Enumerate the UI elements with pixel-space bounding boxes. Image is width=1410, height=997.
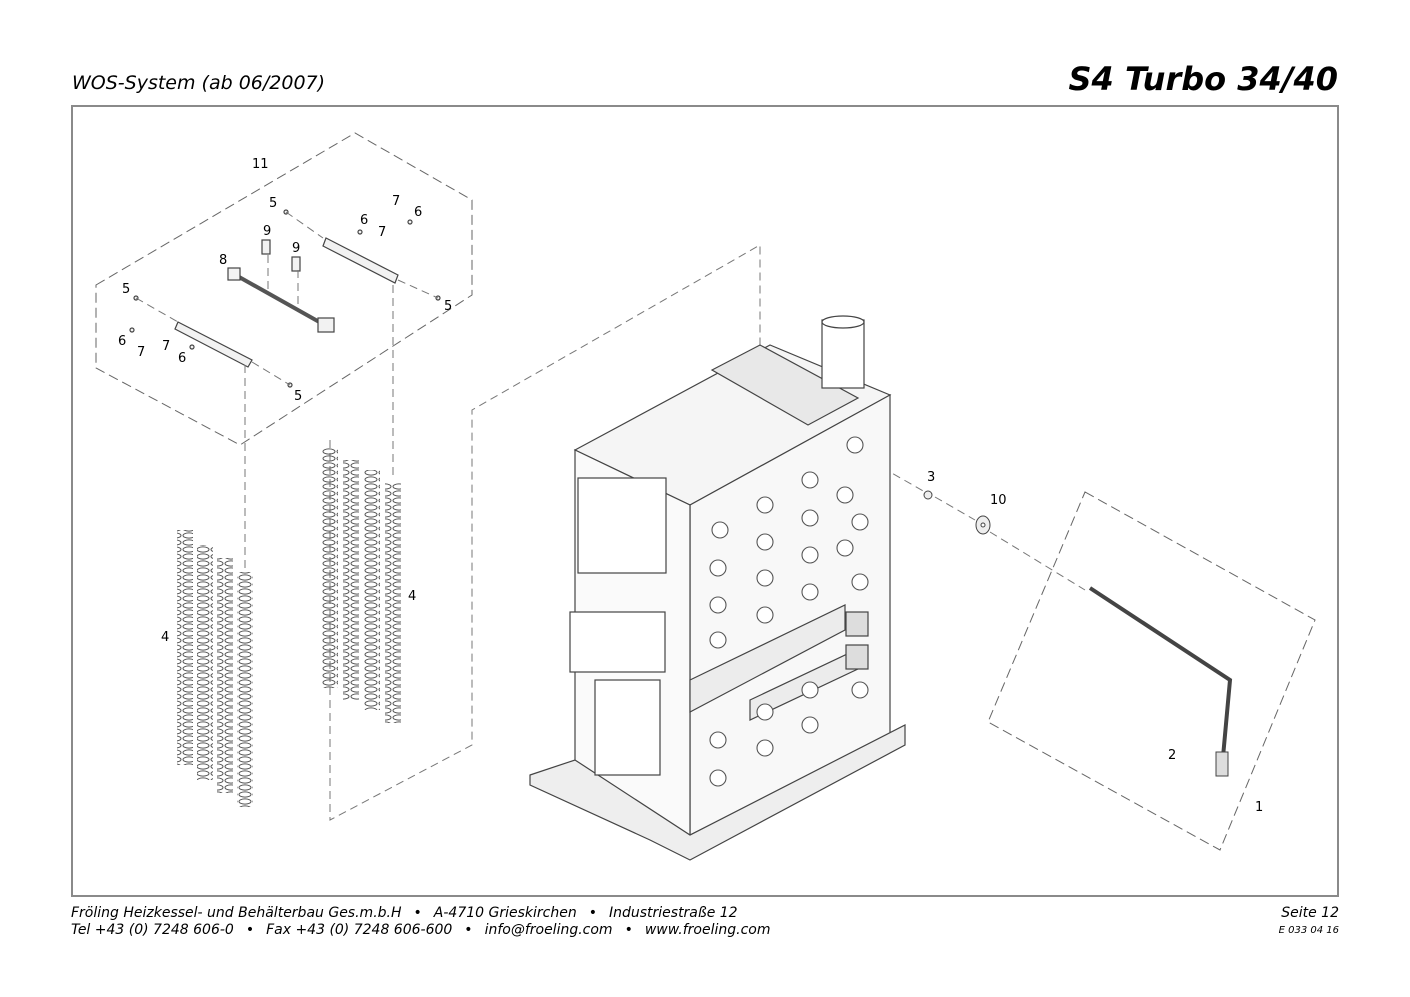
fax-number: Fax +43 (0) 7248 606-600 — [266, 922, 453, 938]
callout-6: 6 — [118, 334, 126, 349]
dashed-guides — [135, 211, 1086, 821]
spring-set-right — [322, 448, 401, 723]
document-number: E 033 04 16 — [1278, 925, 1339, 936]
company-street: Industriestraße 12 — [608, 905, 738, 921]
callout-9: 9 — [263, 224, 271, 239]
page-info: Seite 12 E 033 04 16 — [1279, 905, 1339, 939]
spring-set-left — [177, 530, 253, 807]
page-number: Seite 12 — [1281, 905, 1339, 921]
heat-exchanger-tubes — [709, 436, 869, 787]
callout-7: 7 — [137, 345, 145, 360]
callout-4: 4 — [161, 630, 169, 645]
website: www.froeling.com — [644, 922, 771, 938]
callout-5: 5 — [444, 299, 452, 314]
callout-9: 9 — [292, 241, 300, 256]
footer-line-1: Fröling Heizkessel- und Behälterbau Ges.… — [71, 905, 738, 921]
company-name: Fröling Heizkessel- und Behälterbau Ges.… — [71, 905, 402, 921]
drawing-frame — [71, 105, 1339, 897]
callout-3: 3 — [927, 470, 935, 485]
callout-5: 5 — [122, 282, 130, 297]
nut-and-washer — [923, 490, 991, 535]
callout-5: 5 — [294, 389, 302, 404]
callout-6: 6 — [178, 351, 186, 366]
footer-line-2: Tel +43 (0) 7248 606-0•Fax +43 (0) 7248 … — [71, 922, 771, 938]
callout-7: 7 — [378, 225, 386, 240]
crank-handle-box — [987, 491, 1316, 851]
callout-7: 7 — [162, 339, 170, 354]
callout-11: 11 — [252, 157, 269, 172]
callout-6: 6 — [360, 213, 368, 228]
callout-2: 2 — [1168, 748, 1176, 763]
boiler-body — [529, 315, 906, 861]
callout-7: 7 — [392, 194, 400, 209]
callout-8: 8 — [219, 253, 227, 268]
phone-number: Tel +43 (0) 7248 606-0 — [71, 922, 234, 938]
callout-labels: 11 5 7 6 6 7 9 9 8 5 5 6 7 7 6 5 4 4 3 1… — [118, 157, 1263, 815]
model-title: S4 Turbo 34/40 — [1068, 60, 1339, 98]
document-subtitle: WOS-System (ab 06/2007) — [72, 72, 326, 94]
callout-1: 1 — [1255, 800, 1263, 815]
callout-10: 10 — [990, 493, 1007, 508]
wos-mechanism-box — [95, 132, 473, 446]
footer-contact: Fröling Heizkessel- und Behälterbau Ges.… — [71, 905, 771, 939]
wos-mechanism-parts — [129, 209, 441, 388]
email-address: info@froeling.com — [484, 922, 613, 938]
callout-5: 5 — [269, 196, 277, 211]
callout-4: 4 — [408, 589, 416, 604]
callout-6: 6 — [414, 205, 422, 220]
company-address: A-4710 Grieskirchen — [433, 905, 577, 921]
